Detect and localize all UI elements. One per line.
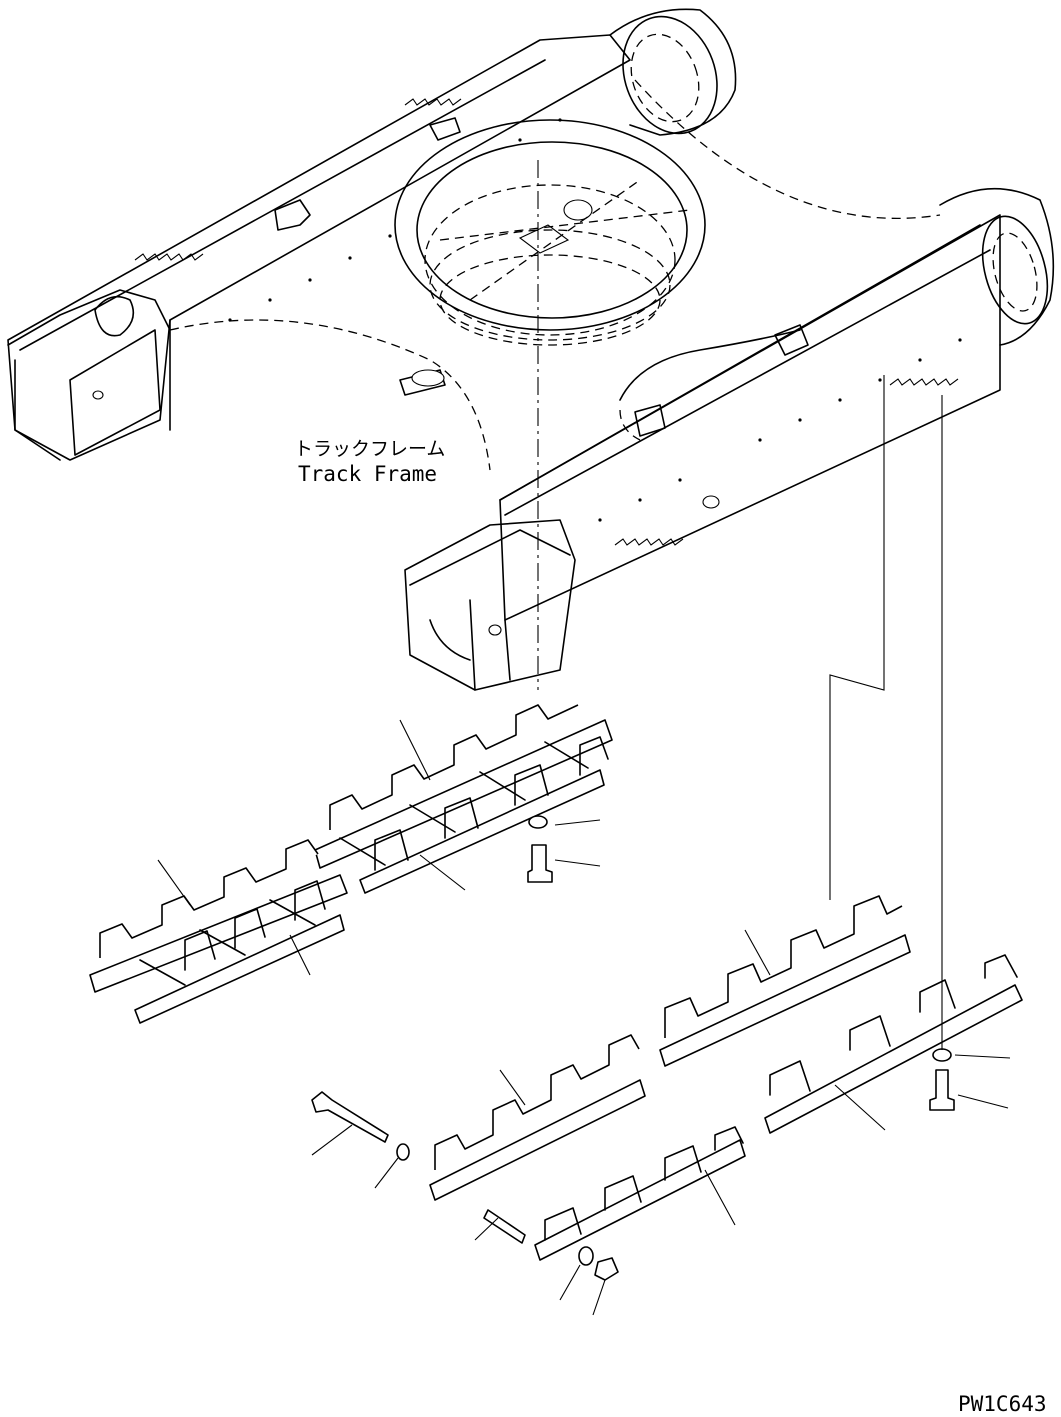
track-guard-front-lower <box>89 839 348 1024</box>
track-frame <box>7 8 1055 691</box>
track-guard-rear-lower <box>764 954 1023 1134</box>
track-guard-lower-right <box>534 1126 746 1261</box>
long-bolt <box>311 1091 410 1161</box>
pin-nut-washer-set <box>483 1209 619 1281</box>
leader-lines <box>157 375 1011 1316</box>
bolt-washer-set-front <box>527 815 553 883</box>
track-frame-label-jp: トラックフレーム <box>294 438 445 460</box>
track-guard-rear-upper <box>659 895 911 1067</box>
swing-circle <box>394 119 706 346</box>
figure-code: PW1C643 <box>958 1392 1047 1416</box>
bolt-washer-set-rear <box>929 1048 955 1111</box>
track-frame-label-en: Track Frame <box>298 462 437 486</box>
track-guard-front-upper <box>314 704 613 894</box>
track-guard-lower-left <box>429 1034 646 1201</box>
